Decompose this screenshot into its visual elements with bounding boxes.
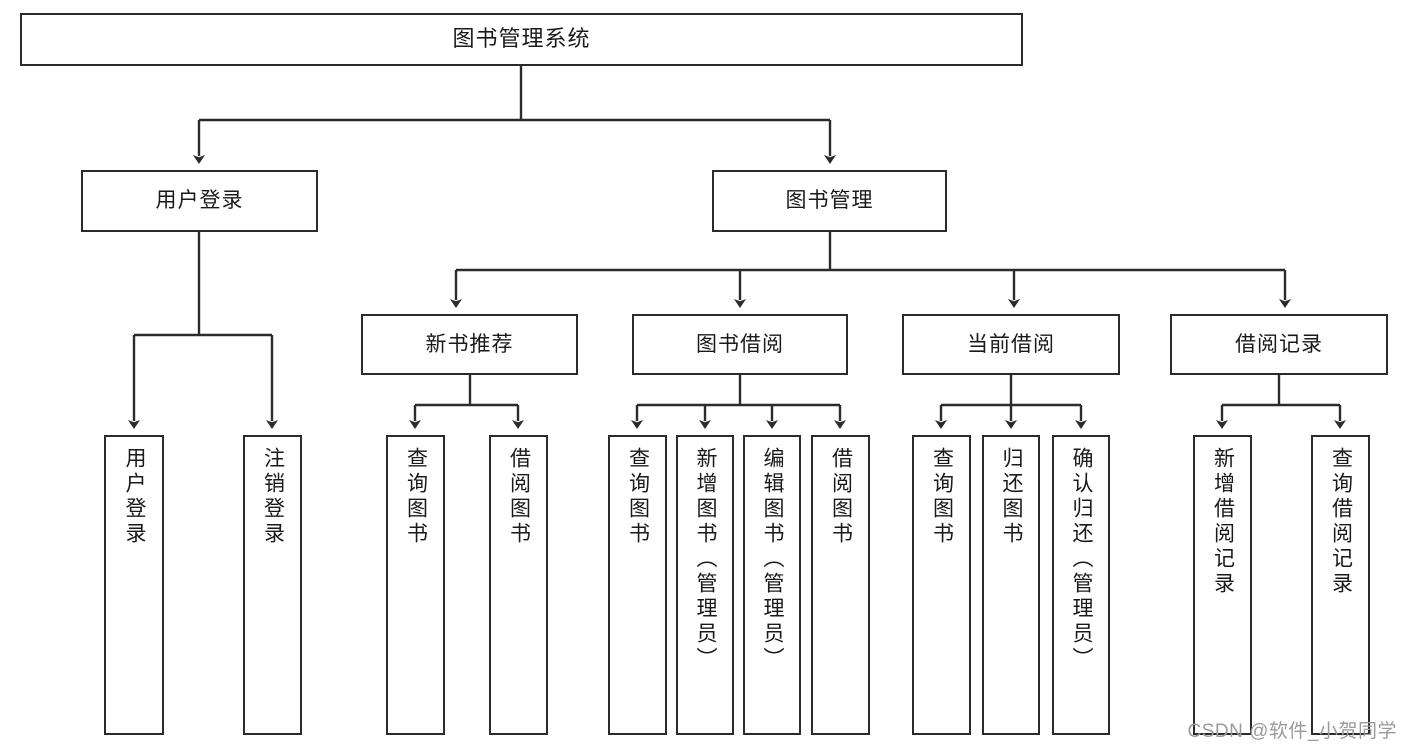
node-label: 当前借阅 [967, 332, 1055, 356]
leaf-label: 确认归还（管理员） [1070, 447, 1094, 672]
leaf-confirm-return[interactable]: 确认归还（管理员） [1052, 435, 1110, 735]
leaf-borrow-book-2[interactable]: 借阅图书 [811, 435, 870, 735]
leaf-label: 归还图书 [1000, 447, 1024, 547]
node-current-borrow[interactable]: 当前借阅 [902, 314, 1120, 375]
node-root-system[interactable]: 图书管理系统 [20, 13, 1023, 66]
leaf-label: 编辑图书（管理员） [761, 447, 785, 672]
node-label: 图书借阅 [696, 332, 784, 356]
watermark-text: CSDN @软件_小贺同学 [1187, 721, 1397, 742]
leaf-label: 新增借阅记录 [1211, 447, 1235, 597]
leaf-query-book-3[interactable]: 查询图书 [912, 435, 971, 735]
leaf-label: 注销登录 [261, 447, 285, 547]
node-new-book-recommend[interactable]: 新书推荐 [361, 314, 578, 375]
node-label: 用户登录 [155, 189, 244, 213]
leaf-label: 查询图书 [404, 447, 428, 547]
node-label: 新书推荐 [425, 332, 514, 356]
node-user-login[interactable]: 用户登录 [81, 170, 318, 232]
leaf-borrow-book-1[interactable]: 借阅图书 [489, 435, 548, 735]
leaf-label: 查询借阅记录 [1329, 447, 1353, 597]
leaf-query-record[interactable]: 查询借阅记录 [1311, 435, 1370, 735]
leaf-return-book[interactable]: 归还图书 [982, 435, 1040, 735]
leaf-label: 用户登录 [123, 447, 147, 547]
leaf-user-login[interactable]: 用户登录 [104, 435, 164, 735]
node-label: 图书管理系统 [452, 26, 591, 52]
node-borrow-record[interactable]: 借阅记录 [1170, 314, 1388, 375]
leaf-add-record[interactable]: 新增借阅记录 [1193, 435, 1252, 735]
leaf-add-book[interactable]: 新增图书（管理员） [676, 435, 734, 735]
node-label: 借阅记录 [1235, 332, 1323, 356]
leaf-query-book-1[interactable]: 查询图书 [386, 435, 445, 735]
leaf-label: 借阅图书 [507, 447, 531, 547]
node-label: 图书管理 [785, 189, 874, 213]
leaf-label: 查询图书 [626, 447, 650, 547]
leaf-edit-book[interactable]: 编辑图书（管理员） [743, 435, 801, 735]
node-book-borrow[interactable]: 图书借阅 [632, 314, 848, 375]
leaf-label: 查询图书 [930, 447, 954, 547]
leaf-query-book-2[interactable]: 查询图书 [608, 435, 667, 735]
leaf-label: 新增图书（管理员） [694, 447, 718, 672]
leaf-label: 借阅图书 [829, 447, 853, 547]
node-book-manage[interactable]: 图书管理 [712, 170, 947, 232]
leaf-logout-login[interactable]: 注销登录 [243, 435, 302, 735]
